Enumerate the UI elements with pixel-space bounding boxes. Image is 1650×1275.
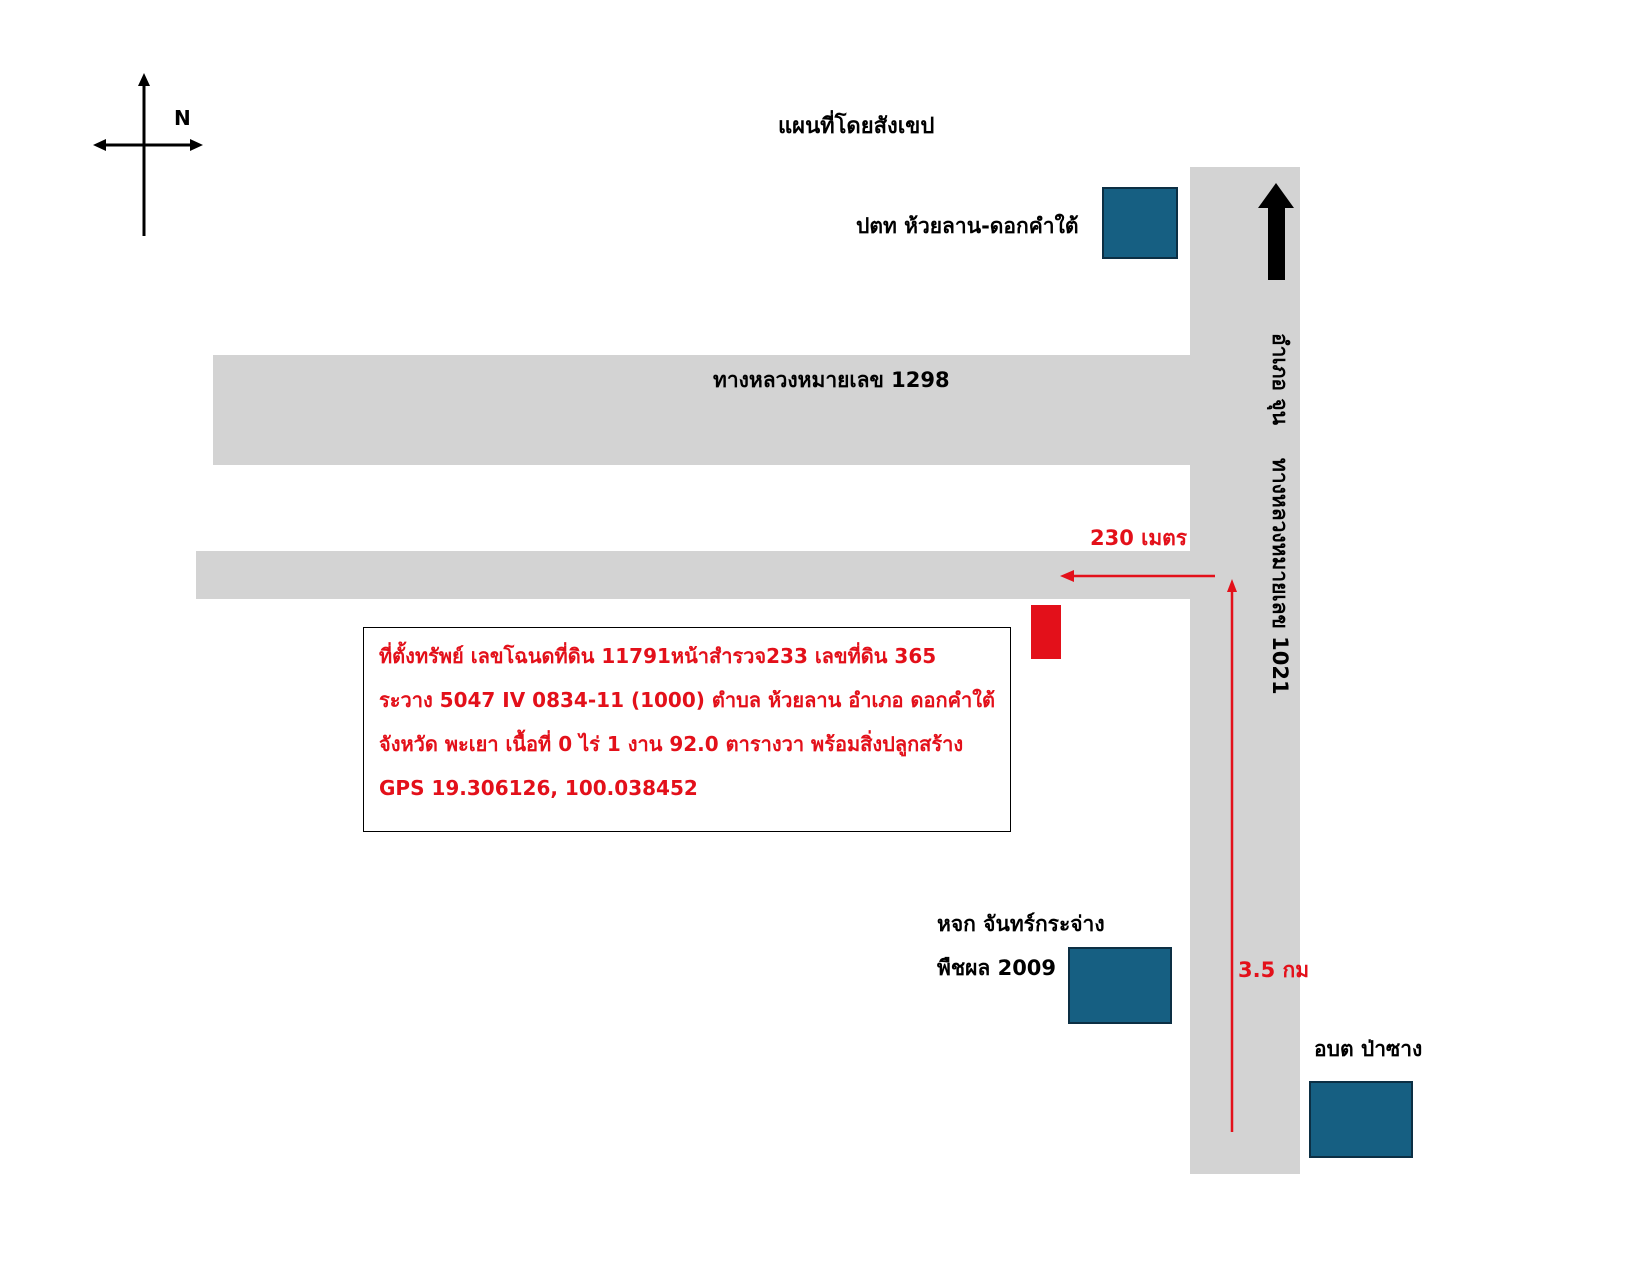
property-deed-line: ที่ตั้งทรัพย์ เลขโฉนดที่ดิน 11791หน้าสำร… — [379, 644, 937, 668]
direction-arrow-icon — [1258, 183, 1294, 280]
police-box-label: ปตท ห้วยลาน-ดอกคำใต้ — [856, 214, 1079, 238]
main-route-arrow-icon — [1227, 579, 1237, 1132]
police-box-building — [1102, 187, 1178, 259]
property-sheet-line: ระวาง 5047 IV 0834-11 (1000) ตำบล ห้วยลา… — [379, 688, 995, 712]
tambon-office-building — [1309, 1081, 1413, 1158]
north-label: N — [174, 106, 191, 130]
highway-1021-road — [1190, 167, 1300, 1174]
side-route-arrow-icon — [1060, 570, 1215, 582]
highway-1021-label: ทางหลวงหมายเลข 1021 — [1268, 458, 1292, 695]
main-road-distance: 3.5 กม — [1238, 958, 1310, 982]
property-area-line: จังหวัด พะเยา เนื้อที่ 0 ไร่ 1 งาน 92.0 … — [379, 732, 964, 756]
map-title: แผนที่โดยสังเขป — [778, 114, 935, 139]
property-gps-line: GPS 19.306126, 100.038452 — [379, 776, 698, 800]
highway-1298-road — [213, 355, 1193, 465]
district-jun-label: อำเภอ จุน — [1268, 333, 1292, 426]
tambon-office-label: อบต ป่าซาง — [1314, 1037, 1423, 1061]
highway-1298-label: ทางหลวงหมายเลข 1298 — [713, 368, 950, 392]
side-road — [196, 551, 1193, 599]
property-info-box: ที่ตั้งทรัพย์ เลขโฉนดที่ดิน 11791หน้าสำร… — [363, 627, 1011, 832]
shop-label-line1: หจก จันทร์กระจ่าง — [937, 912, 1105, 936]
compass-icon — [93, 73, 203, 236]
side-road-distance: 230 เมตร — [1090, 526, 1188, 550]
shop-building — [1068, 947, 1172, 1024]
shop-label-line2: พืชผล 2009 — [937, 956, 1057, 980]
property-marker — [1031, 605, 1061, 659]
